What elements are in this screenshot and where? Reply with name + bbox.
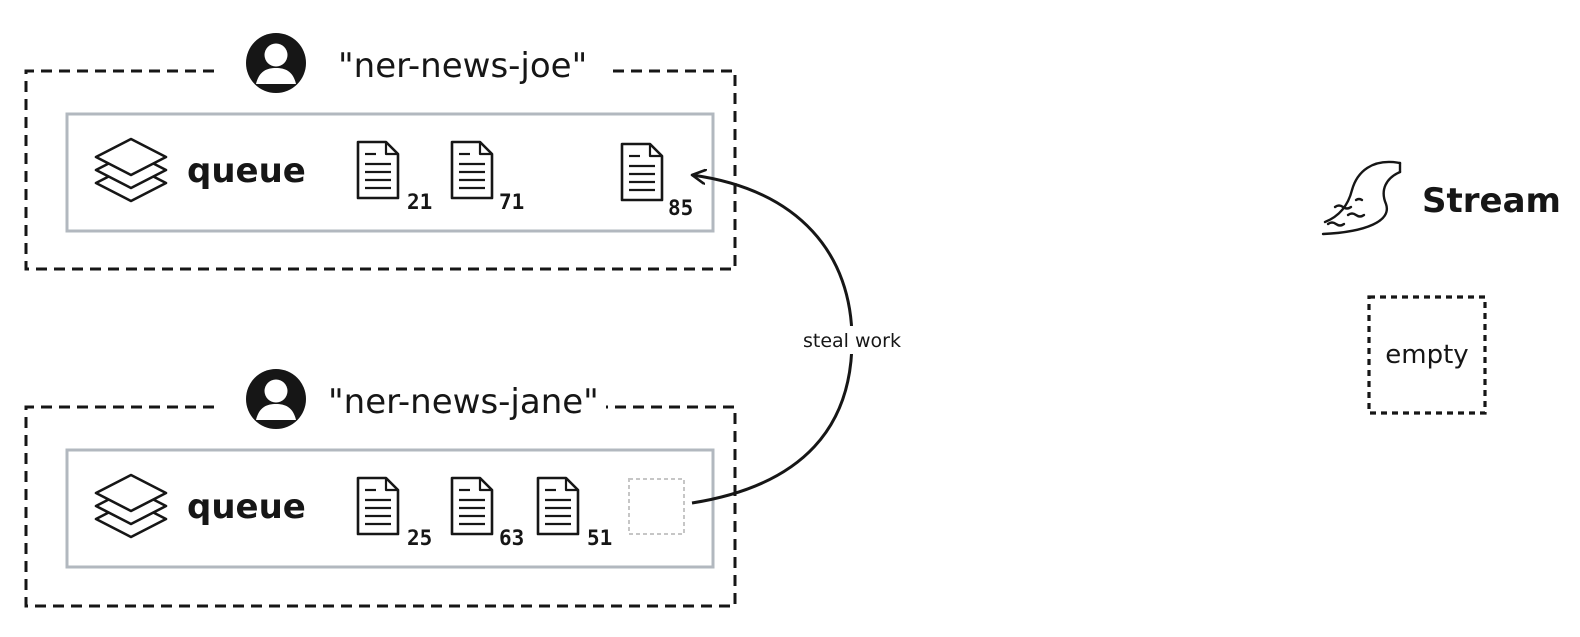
document-icon — [536, 476, 580, 536]
doc-id: 85 — [668, 196, 693, 220]
consumer-joe-border — [24, 69, 737, 271]
document-icon — [356, 476, 400, 536]
queue-box — [65, 448, 715, 569]
queue-box — [65, 112, 715, 233]
consumer-joe: "ner-news-joe" queue 21 71 85 — [24, 33, 737, 271]
document-icon — [356, 140, 400, 200]
stream: Stream empty — [1321, 160, 1561, 415]
consumer-name: "ner-news-joe" — [338, 46, 587, 86]
doc-id: 63 — [499, 526, 524, 550]
steal-work-label: steal work — [803, 330, 901, 352]
stream-empty-box — [1367, 295, 1487, 415]
stream-icon — [1321, 160, 1402, 236]
queue-label: queue — [187, 151, 306, 191]
consumer-jane-border — [24, 405, 737, 608]
consumer-name: "ner-news-jane" — [328, 382, 599, 422]
layers-icon — [94, 473, 168, 539]
steal-work-label-bg — [800, 326, 904, 354]
stream-label: Stream — [1422, 181, 1561, 221]
stream-state: empty — [1385, 340, 1468, 370]
user-icon — [246, 33, 306, 93]
document-icon — [450, 476, 494, 536]
document-icon — [450, 140, 494, 200]
consumer-jane: "ner-news-jane" queue 25 63 51 — [24, 369, 737, 608]
doc-id: 51 — [587, 526, 612, 550]
layers-icon — [94, 137, 168, 203]
stolen-slot-placeholder — [628, 478, 685, 535]
doc-id: 21 — [407, 190, 432, 214]
doc-id: 71 — [499, 190, 524, 214]
queue-label: queue — [187, 487, 306, 527]
document-icon — [620, 142, 664, 202]
user-icon — [246, 369, 306, 429]
doc-id: 25 — [407, 526, 432, 550]
